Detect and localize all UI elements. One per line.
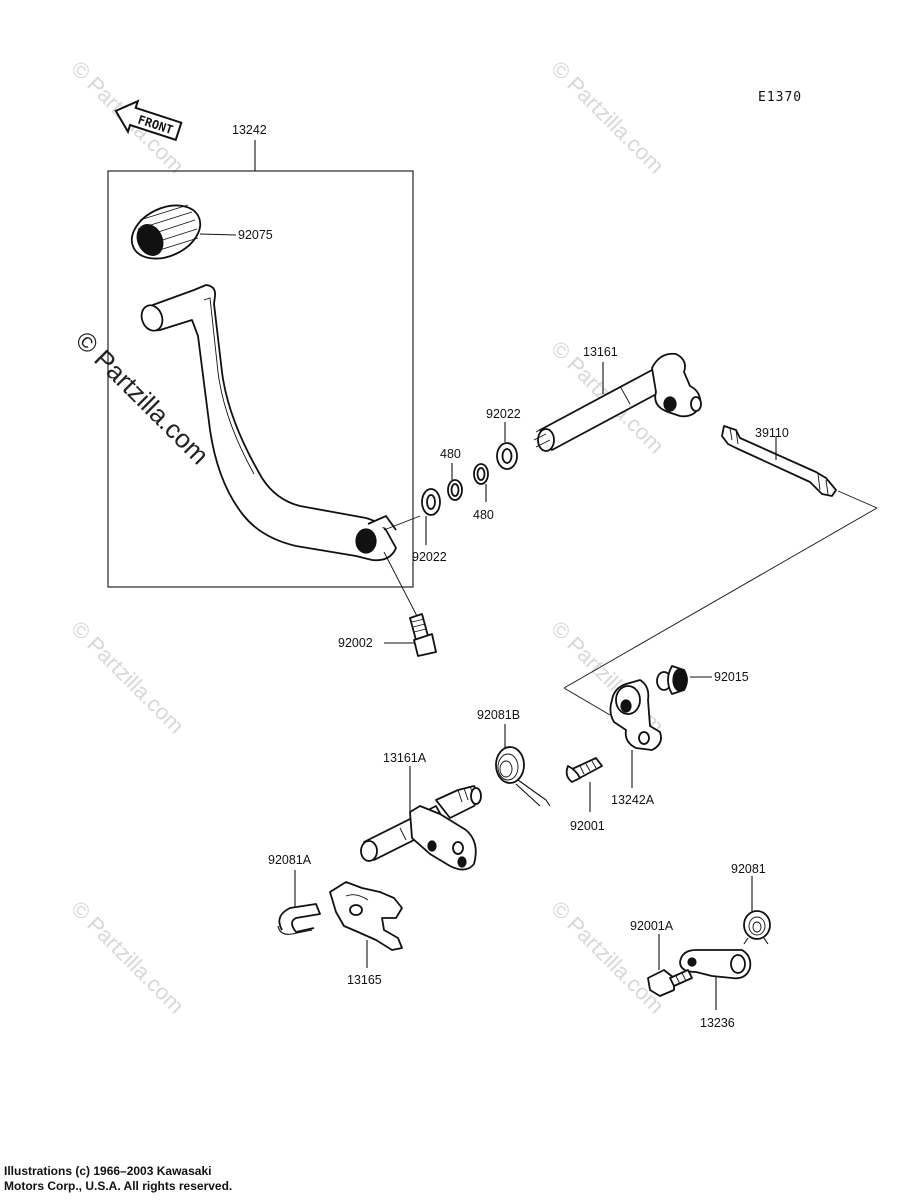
callout-92022-upper: 92022 (486, 407, 521, 421)
callout-13242A: 13242A (611, 793, 655, 807)
copyright-notice: Illustrations (c) 1966–2003 Kawasaki Mot… (4, 1164, 233, 1193)
watermark: © Partzilla.com (66, 896, 189, 1019)
cap-92015 (656, 665, 688, 695)
callout-480-upper: 480 (440, 447, 461, 461)
callout-92081A: 92081A (268, 853, 312, 867)
callout-92015: 92015 (714, 670, 749, 684)
watermark-large: © Partzilla.com (70, 325, 215, 470)
assembly-box-13242 (107, 170, 414, 588)
callout-92001A: 92001A (630, 919, 674, 933)
spring-92081B (495, 746, 551, 807)
watermark: © Partzilla.com (546, 56, 669, 179)
plate-13165 (329, 881, 403, 951)
lever-13236 (679, 949, 752, 980)
bolt-92002 (383, 551, 437, 657)
pedal-rubber-92075 (130, 204, 202, 260)
arm-13242A (609, 679, 662, 751)
shift-shaft-13161A (360, 785, 482, 871)
watermark: © Partzilla.com (546, 896, 669, 1019)
callout-39110: 39110 (755, 426, 789, 440)
callout-13161A: 13161A (383, 751, 427, 765)
callout-13242: 13242 (232, 123, 267, 137)
callout-480-lower: 480 (473, 508, 494, 522)
pin-92001 (565, 757, 603, 783)
diagram-code: E1370 (758, 90, 802, 105)
watermark: © Partzilla.com (546, 616, 669, 739)
tie-rod-39110 (721, 425, 837, 497)
shift-pedal-lever (140, 284, 397, 562)
callout-13161: 13161 (583, 345, 618, 359)
watermark: © Partzilla.com (66, 616, 189, 739)
callout-92081: 92081 (731, 862, 766, 876)
shift-shaft-13161 (533, 352, 702, 452)
callout-92081B: 92081B (477, 708, 520, 722)
callout-92001: 92001 (570, 819, 605, 833)
callout-92022-lower: 92022 (412, 550, 447, 564)
callout-13165: 13165 (347, 973, 382, 987)
spring-92081 (743, 910, 771, 945)
callout-92075: 92075 (238, 228, 273, 242)
callout-92002: 92002 (338, 636, 373, 650)
callout-13236: 13236 (700, 1016, 735, 1030)
clip-92081A (277, 903, 321, 935)
bolt-92001A (647, 969, 693, 997)
